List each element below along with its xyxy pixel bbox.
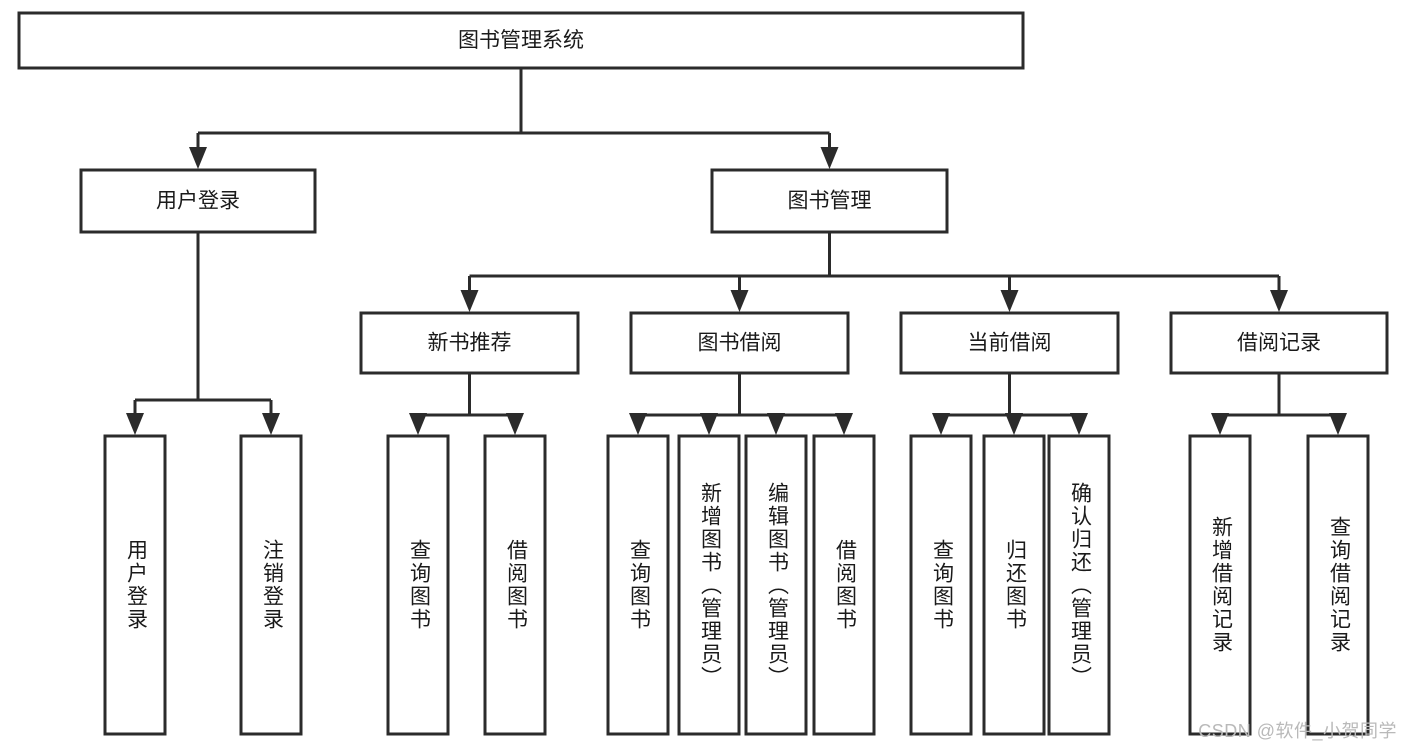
- node-leaf-query-book-3[interactable]: [909, 434, 973, 736]
- arrow-head-icon-leaf-borrow-book-2: [835, 413, 853, 435]
- node-borrow-record-label: 借阅记录: [1237, 332, 1321, 355]
- arrow-head-icon-leaf-return-book: [1005, 413, 1023, 435]
- arrow-head-icon-leaf-query-book-3: [932, 413, 950, 435]
- node-leaf-add-book-admin[interactable]: [677, 434, 741, 736]
- node-book-management-label: 图书管理: [788, 190, 872, 213]
- arrow-head-icon-leaf-edit-book-admin: [767, 413, 785, 435]
- node-leaf-borrow-book-1[interactable]: [483, 434, 547, 736]
- node-leaf-query-borrow-record[interactable]: [1306, 434, 1370, 736]
- node-user-login-label: 用户登录: [156, 190, 240, 213]
- node-leaf-query-book-1[interactable]: [386, 434, 450, 736]
- node-current-borrow[interactable]: [899, 311, 1120, 375]
- arrow-head-icon-leaf-add-book-admin: [700, 413, 718, 435]
- node-leaf-edit-book-admin[interactable]: [744, 434, 808, 736]
- csdn-watermark: CSDN @软件_小贺同学: [1198, 721, 1397, 741]
- arrow-head-icon-book-borrow: [730, 290, 749, 312]
- node-leaf-logout-login[interactable]: [239, 434, 303, 736]
- node-book-borrow-label: 图书借阅: [698, 332, 782, 355]
- node-leaf-add-borrow-record[interactable]: [1188, 434, 1252, 736]
- arrow-head-icon-leaf-query-book-2: [629, 413, 647, 435]
- node-new-book-recommend[interactable]: [359, 311, 580, 375]
- node-leaf-query-book-2[interactable]: [606, 434, 670, 736]
- arrow-head-icon-borrow-record: [1270, 290, 1288, 312]
- node-leaf-return-book[interactable]: [982, 434, 1046, 736]
- boxes-layer: [17, 11, 1389, 736]
- node-current-borrow-label: 当前借阅: [968, 332, 1052, 355]
- node-borrow-record[interactable]: [1169, 311, 1389, 375]
- arrow-head-icon-leaf-confirm-return-admin: [1070, 413, 1088, 435]
- arrow-head-icon-leaf-query-book-1: [409, 413, 427, 435]
- node-leaf-user-login[interactable]: [103, 434, 167, 736]
- node-new-book-recommend-label: 新书推荐: [428, 332, 512, 355]
- node-root-root-label: 图书管理系统: [458, 29, 584, 52]
- node-book-borrow[interactable]: [629, 311, 850, 375]
- arrow-head-icon-leaf-user-login: [126, 413, 144, 435]
- arrow-head-icon-leaf-borrow-book-1: [506, 413, 524, 435]
- arrow-head-icon-current-borrow: [1000, 290, 1019, 312]
- arrow-head-icon-leaf-logout-login: [262, 413, 280, 435]
- arrow-head-icon-new-book-recommend: [460, 290, 479, 312]
- node-root-root[interactable]: [17, 11, 1025, 70]
- node-user-login[interactable]: [79, 168, 317, 234]
- node-book-management[interactable]: [710, 168, 949, 234]
- connectors-layer: [126, 68, 1347, 435]
- arrow-head-icon-leaf-add-borrow-record: [1211, 413, 1229, 435]
- arrow-head-icon-leaf-query-borrow-record: [1329, 413, 1347, 435]
- arrow-head-icon-user-login: [189, 147, 207, 169]
- node-leaf-confirm-return-admin[interactable]: [1047, 434, 1111, 736]
- node-leaf-borrow-book-2[interactable]: [812, 434, 876, 736]
- arrow-head-icon-book-management: [820, 147, 839, 169]
